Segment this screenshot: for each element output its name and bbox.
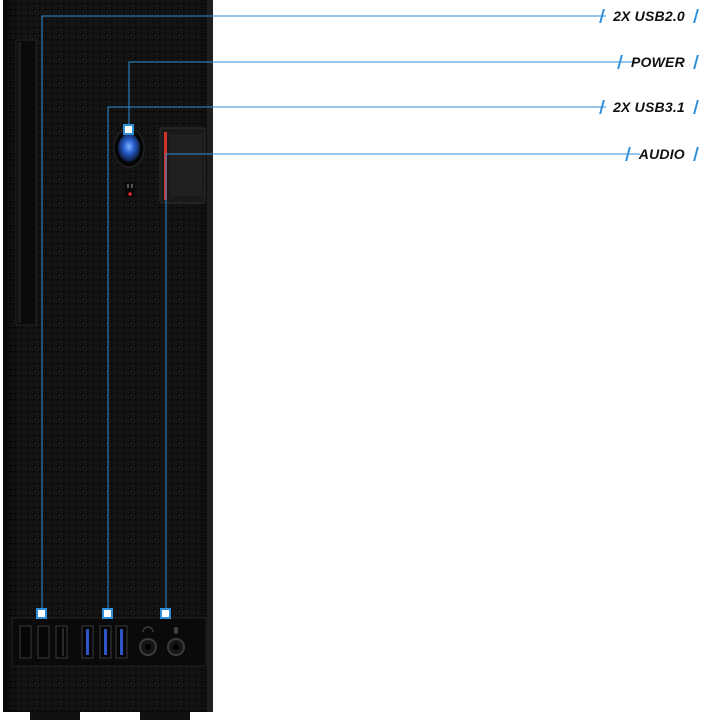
callout-text-usb2: 2X USB2.0 — [613, 8, 685, 24]
callout-line-usb3 — [107, 106, 606, 614]
callout-text-usb3: 2X USB3.1 — [613, 99, 685, 115]
callout-label-power: POWER — [619, 54, 697, 70]
callout-marker-audio — [160, 608, 171, 619]
callout-label-usb3: 2X USB3.1 — [601, 99, 697, 115]
callout-markers — [36, 124, 171, 619]
hdd-led-icon — [125, 182, 135, 198]
case-foot-right — [140, 712, 190, 720]
callout-lines — [41, 15, 640, 614]
callout-line-usb2 — [41, 15, 606, 614]
callout-marker-usb2 — [36, 608, 47, 619]
callout-label-usb2: 2X USB2.0 — [601, 8, 697, 24]
front-io-panel — [11, 617, 207, 667]
callout-marker-usb3 — [102, 608, 113, 619]
audio-stripe-panel — [159, 127, 206, 204]
usb2-ports — [19, 625, 68, 659]
callout-text-audio: AUDIO — [638, 146, 685, 162]
usb3-ports — [81, 625, 128, 659]
headphone-icon — [139, 626, 157, 656]
microphone-icon — [167, 627, 185, 656]
callout-text-power: POWER — [631, 54, 685, 70]
case-foot-left — [30, 712, 80, 720]
callout-marker-power — [123, 124, 134, 135]
callout-label-audio: AUDIO — [627, 146, 697, 162]
drive-bay-cover — [15, 39, 37, 326]
power-button-icon[interactable] — [113, 128, 145, 168]
callout-line-audio — [165, 153, 640, 614]
